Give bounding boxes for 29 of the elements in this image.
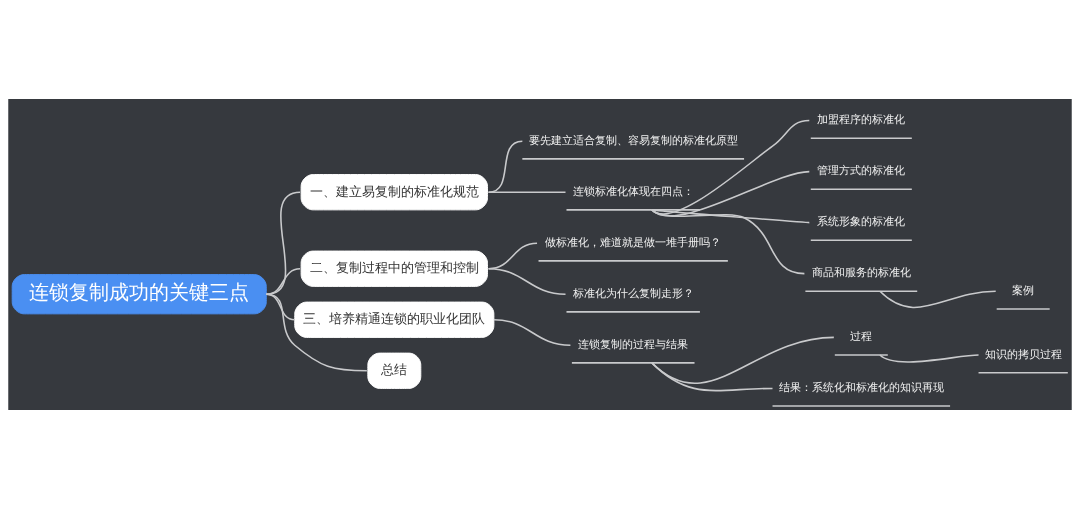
node-text: 过程 bbox=[850, 330, 873, 344]
node-box: 连锁复制成功的关键三点 bbox=[11, 274, 267, 315]
node-box: 二、复制过程中的管理和控制 bbox=[300, 250, 488, 287]
connector bbox=[265, 191, 301, 295]
node-text: 结果：系统化和标准化的知识再现 bbox=[778, 381, 944, 395]
connector bbox=[651, 209, 806, 275]
connector bbox=[651, 209, 811, 224]
connector bbox=[487, 191, 567, 193]
node-text: 连锁复制的过程与结果 bbox=[578, 338, 689, 351]
node-box: 三、培养精通连锁的职业化团队 bbox=[294, 301, 495, 338]
node-text: 知识的拷贝过程 bbox=[984, 347, 1062, 361]
node-box: 一、建立易复制的标准化规范 bbox=[300, 174, 488, 211]
node-text: 做标准化，难道就是做一堆手册吗？ bbox=[545, 235, 722, 249]
connector bbox=[487, 267, 567, 295]
node-text: 加盟程序的标准化 bbox=[817, 113, 906, 127]
node-text: 标准化为什么复制走形？ bbox=[572, 286, 694, 300]
node-text: 案例 bbox=[1012, 284, 1035, 298]
node-box: 总结 bbox=[367, 352, 422, 389]
node-text: 连锁标准化体现在四点： bbox=[572, 184, 694, 198]
node-text: 管理方式的标准化 bbox=[817, 164, 906, 178]
connector bbox=[493, 318, 572, 347]
connector bbox=[879, 290, 997, 309]
node-text: 要先建立适合复制、容易复制的标准化原型 bbox=[528, 133, 738, 147]
connector bbox=[879, 354, 980, 363]
connector bbox=[265, 293, 368, 372]
connector bbox=[651, 362, 774, 392]
node-text: 商品和服务的标准化 bbox=[811, 266, 911, 280]
node-text: 系统形象的标准化 bbox=[817, 215, 906, 229]
connector bbox=[265, 267, 301, 295]
